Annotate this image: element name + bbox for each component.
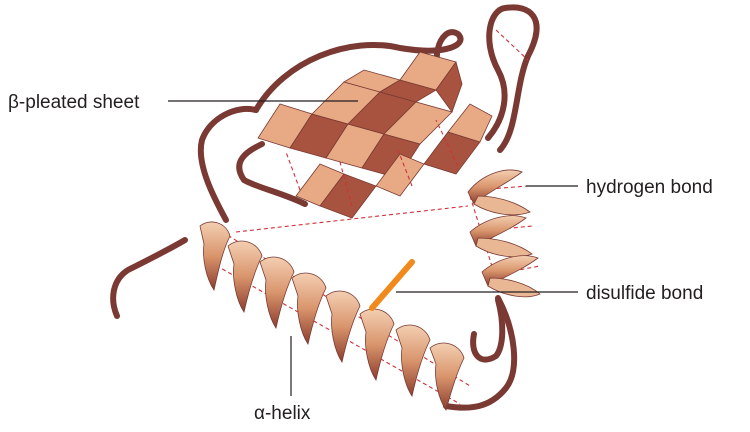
beta-pleated-sheet-label: β-pleated sheet [8, 92, 140, 113]
hydrogen-bond-label: hydrogen bond [586, 177, 713, 198]
leader-lines [168, 100, 578, 396]
disulfide-bond-label: disulfide bond [586, 283, 703, 304]
beta-pleated-sheet [257, 51, 493, 219]
alpha-helix-right [467, 169, 541, 298]
alpha-helix-label: α-helix [254, 403, 311, 424]
backbone-coil [110, 4, 540, 411]
alpha-helix-left [199, 221, 465, 411]
disulfide-bond [369, 259, 415, 311]
